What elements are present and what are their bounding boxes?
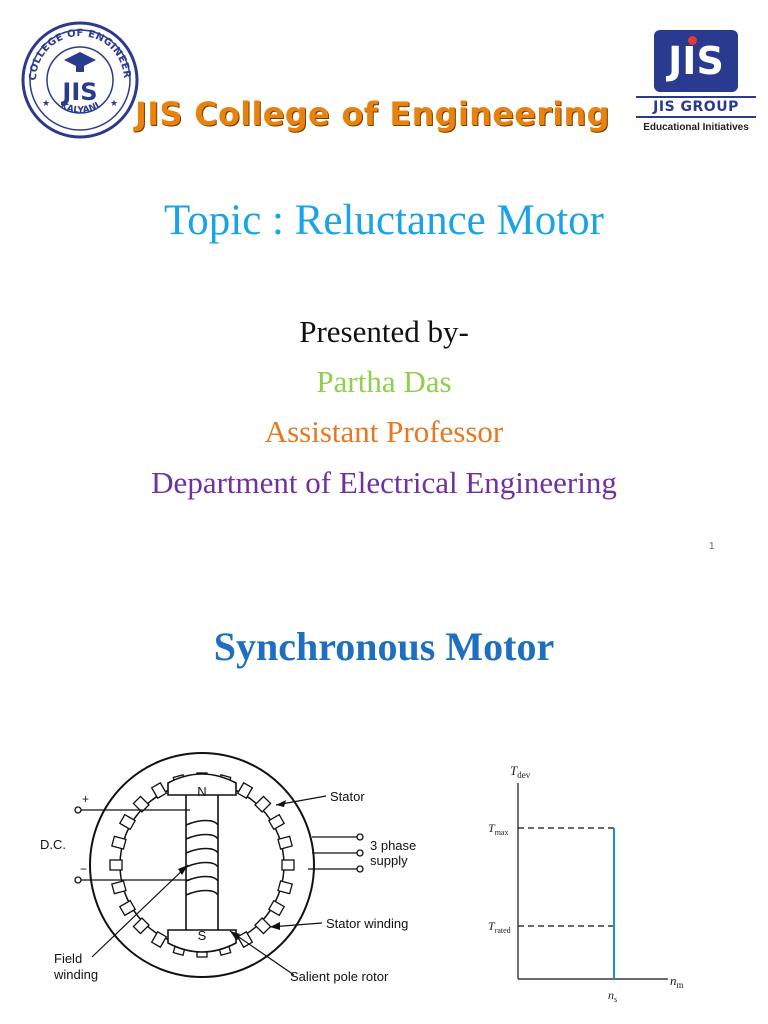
stator-slot xyxy=(118,813,137,831)
presenter-designation: Assistant Professor xyxy=(264,414,504,449)
stator-slot xyxy=(267,899,286,917)
stator-slot xyxy=(267,813,286,831)
field-winding-label-line2: winding xyxy=(53,967,98,982)
rotor-north-shoe xyxy=(167,773,237,796)
presenter-department: Department of Electrical Engineering xyxy=(151,465,617,500)
dc-label: D.C. xyxy=(40,837,66,852)
tmax-label: T xyxy=(488,821,496,835)
presented-by-label: Presented by- xyxy=(299,314,469,349)
y-axis-label-sub: dev xyxy=(517,770,530,780)
tmax-label-sub: max xyxy=(495,828,509,837)
college-name: JIS College of Engineering xyxy=(135,95,610,133)
trated-label-sub: rated xyxy=(495,926,511,935)
y-axis-label: T xyxy=(510,763,518,778)
jis-group-tagline: Educational Initiatives xyxy=(643,122,749,133)
x-axis-label: n xyxy=(670,973,677,988)
stator-slot xyxy=(111,880,127,895)
rotor-south-shoe xyxy=(167,929,237,953)
supply-label-line1: 3 phase xyxy=(370,838,416,853)
stator-slot xyxy=(109,859,123,871)
presenter-name: Partha Das xyxy=(316,364,452,399)
x-axis-label-sub: m xyxy=(677,980,684,990)
stator-label: Stator xyxy=(330,789,365,804)
north-pole-label: N xyxy=(197,784,206,799)
stator-slot xyxy=(277,880,293,895)
svg-text:★: ★ xyxy=(42,98,50,108)
title-slide: JIS COLLEGE OF ENGINEERING KALYANI JIS ★… xyxy=(16,12,756,552)
torque-speed-graph: Tdev nm Tmax Trated ns xyxy=(488,755,698,1017)
svg-text:Tmax: Tmax xyxy=(488,821,508,837)
motor-diagram: N S + − D.C. 3 phase supply xyxy=(40,735,440,1015)
stator-slot xyxy=(118,899,137,917)
topic-heading: Topic : Reluctance Motor xyxy=(164,197,604,244)
svg-text:KALYANI: KALYANI xyxy=(59,101,102,116)
stator-slot xyxy=(277,835,293,850)
stator-slot xyxy=(254,795,272,813)
torque-speed-graph-svg: Tdev nm Tmax Trated ns xyxy=(488,763,684,1004)
svg-text:nm: nm xyxy=(670,973,684,990)
college-seal-logo: JIS COLLEGE OF ENGINEERING KALYANI JIS ★… xyxy=(16,12,140,140)
jis-group-monogram: JIS xyxy=(668,39,724,83)
svg-text:★: ★ xyxy=(110,98,118,108)
stator-winding-label: Stator winding xyxy=(326,916,408,931)
stator-slot xyxy=(132,917,150,935)
rotor-pole-body xyxy=(185,790,219,935)
jis-group-dot xyxy=(688,36,697,45)
salient-pole-rotor-label: Salient pole rotor xyxy=(290,969,389,984)
svg-text:Tdev: Tdev xyxy=(510,763,531,780)
stator-slot xyxy=(132,795,150,813)
svg-text:Trated: Trated xyxy=(488,919,511,935)
page-number: 1 xyxy=(709,541,715,552)
motor-diagram-svg: N S + − D.C. 3 phase supply xyxy=(40,752,416,984)
seal-bottom-text: KALYANI xyxy=(59,101,102,116)
field-coil xyxy=(185,819,219,896)
south-pole-label: S xyxy=(198,928,207,943)
stator-slot xyxy=(111,835,127,850)
dc-minus-label: − xyxy=(80,862,87,876)
seal-monogram: JIS xyxy=(60,78,97,106)
stator-slot xyxy=(254,917,272,935)
stator-slot xyxy=(150,781,168,800)
trated-label: T xyxy=(488,919,496,933)
jis-group-logo: JIS JIS GROUP Educational Initiatives xyxy=(636,30,756,142)
jis-group-name: JIS GROUP xyxy=(636,96,756,118)
dc-plus-label: + xyxy=(82,792,89,806)
ns-label: n xyxy=(608,988,614,1002)
field-winding-label-line1: Field xyxy=(54,951,82,966)
ns-label-sub: s xyxy=(614,995,617,1004)
stator-slot xyxy=(150,930,168,949)
synchronous-motor-slide: Synchronous Motor N S xyxy=(0,575,768,1024)
stator-slot xyxy=(236,781,254,800)
svg-text:ns: ns xyxy=(608,988,617,1004)
stator-slot xyxy=(281,859,295,871)
slide-title: Synchronous Motor xyxy=(213,624,555,669)
jis-group-badge: JIS xyxy=(654,30,738,92)
supply-label-line2: supply xyxy=(370,853,408,868)
